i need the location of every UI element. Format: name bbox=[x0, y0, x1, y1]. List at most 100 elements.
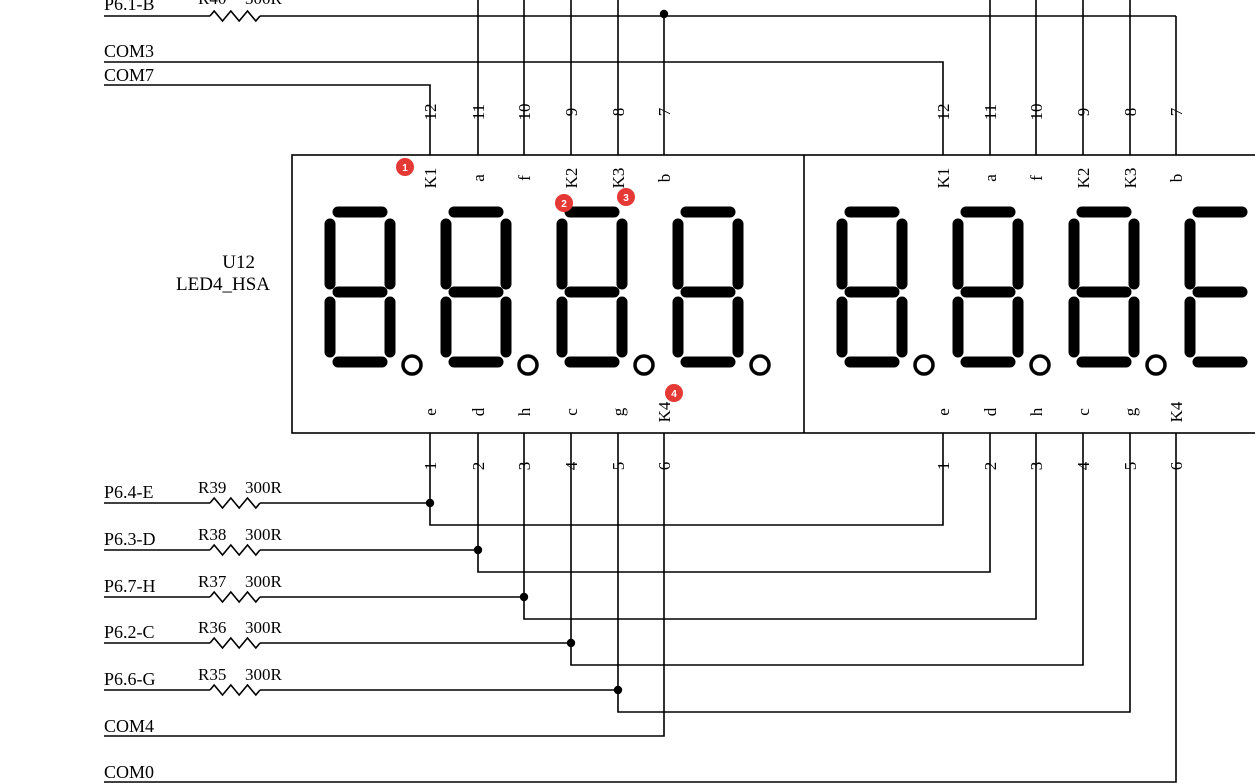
resistor-symbol bbox=[209, 636, 261, 650]
marker-dot bbox=[665, 384, 683, 402]
pin-number: 9 bbox=[562, 108, 581, 117]
pin-number: 10 bbox=[515, 104, 534, 121]
net-label: P6.6-G bbox=[104, 669, 156, 689]
resistor-value: 300R bbox=[245, 618, 283, 637]
pin-label: b bbox=[655, 174, 674, 183]
pin-number: 7 bbox=[1167, 107, 1186, 116]
component-ref: U12 bbox=[222, 252, 255, 273]
pin-number: 10 bbox=[1027, 104, 1046, 121]
resistor-value: 300R bbox=[245, 572, 283, 591]
wire-net-bus bbox=[570, 433, 1084, 666]
decimal-point bbox=[401, 354, 423, 376]
resistor-ref: R40 bbox=[198, 0, 226, 8]
pin-label: K3 bbox=[1121, 168, 1140, 189]
decimal-point bbox=[1145, 354, 1167, 376]
pin-label: e bbox=[934, 408, 953, 416]
resistor-symbol bbox=[209, 590, 261, 604]
pin-number: 7 bbox=[655, 107, 674, 116]
annotation-marker: 1 bbox=[396, 158, 414, 176]
wire-net-bus bbox=[617, 433, 1131, 713]
resistor-ref: R39 bbox=[198, 478, 226, 497]
pin-label: a bbox=[981, 174, 1000, 182]
pin-label: f bbox=[1027, 175, 1046, 181]
pin-number: 12 bbox=[934, 104, 953, 121]
seven-segment-digit bbox=[672, 206, 771, 376]
resistor-value: 300R bbox=[245, 478, 283, 497]
resistor-symbol bbox=[209, 9, 261, 23]
pin-number: 8 bbox=[1121, 108, 1140, 117]
marker-dot bbox=[617, 188, 635, 206]
seven-segment-digit bbox=[836, 206, 935, 376]
resistor-value: 300R bbox=[245, 665, 283, 684]
pin-label: c bbox=[562, 408, 581, 416]
com-label: COM4 bbox=[104, 716, 154, 736]
marker-number: 2 bbox=[561, 199, 567, 210]
marker-number: 3 bbox=[623, 193, 629, 204]
pin-label: c bbox=[1074, 408, 1093, 416]
wire-net-bus bbox=[523, 433, 1037, 620]
wire-net-bus bbox=[429, 433, 944, 526]
com-label: COM3 bbox=[104, 41, 154, 61]
resistor-ref: R38 bbox=[198, 525, 226, 544]
pin-label: f bbox=[515, 175, 534, 181]
pin-label: a bbox=[469, 174, 488, 182]
pin-label: K1 bbox=[421, 168, 440, 189]
resistor-ref: R37 bbox=[198, 572, 227, 591]
pin-label: d bbox=[981, 407, 1000, 416]
decimal-point bbox=[1029, 354, 1051, 376]
pin-label: K1 bbox=[934, 168, 953, 189]
decimal-point bbox=[633, 354, 655, 376]
marker-dot bbox=[555, 194, 573, 212]
net-label: P6.3-D bbox=[104, 529, 156, 549]
pin-label: K4 bbox=[655, 401, 674, 422]
seven-segment-digit bbox=[440, 206, 539, 376]
pin-label: h bbox=[1027, 407, 1046, 416]
com-label: COM7 bbox=[104, 65, 154, 85]
wire-com3 bbox=[104, 61, 944, 155]
resistor-ref: R35 bbox=[198, 665, 226, 684]
seven-segment-digit bbox=[952, 206, 1051, 376]
seven-segment-digit bbox=[556, 206, 655, 376]
pin-number: 11 bbox=[981, 104, 1000, 120]
annotation-marker: 3 bbox=[617, 188, 635, 206]
wire-net-bus bbox=[477, 433, 991, 573]
pin-number: 11 bbox=[469, 104, 488, 120]
seven-segment-digit bbox=[324, 206, 423, 376]
component-value: LED4_HSA bbox=[176, 274, 270, 295]
seven-segment-digit bbox=[1068, 206, 1167, 376]
pin-label: h bbox=[515, 407, 534, 416]
resistor-value: 300R bbox=[245, 0, 283, 8]
decimal-point bbox=[517, 354, 539, 376]
resistor-value: 300R bbox=[245, 525, 283, 544]
com-label: COM0 bbox=[104, 762, 154, 782]
pin-label: K2 bbox=[1074, 168, 1093, 189]
wire-com0 bbox=[104, 433, 1177, 783]
wire-com4 bbox=[104, 433, 665, 737]
net-label: P6.4-E bbox=[104, 482, 154, 502]
annotation-marker: 2 bbox=[555, 194, 573, 212]
pin-number: 12 bbox=[421, 104, 440, 121]
pin-label: e bbox=[421, 408, 440, 416]
decimal-point bbox=[749, 354, 771, 376]
marker-number: 4 bbox=[671, 389, 677, 400]
net-label: P6.2-C bbox=[104, 622, 155, 642]
resistor-ref: R36 bbox=[198, 618, 226, 637]
pin-label: K4 bbox=[1167, 401, 1186, 422]
component-body bbox=[291, 154, 1255, 434]
decimal-point bbox=[913, 354, 935, 376]
net-label: P6.1-B bbox=[104, 0, 155, 14]
net-label: P6.7-H bbox=[104, 576, 156, 596]
marker-number: 1 bbox=[402, 163, 408, 174]
pin-label: d bbox=[469, 407, 488, 416]
wire-com7 bbox=[104, 84, 431, 155]
pin-label: g bbox=[1121, 407, 1140, 416]
pin-label: b bbox=[1167, 174, 1186, 183]
marker-dot bbox=[396, 158, 414, 176]
pin-label: K3 bbox=[609, 168, 628, 189]
resistor-symbol bbox=[209, 543, 261, 557]
resistor-symbol bbox=[209, 496, 261, 510]
pin-number: 9 bbox=[1074, 108, 1093, 117]
resistor-symbol bbox=[209, 683, 261, 697]
seven-segment-digit bbox=[1184, 206, 1248, 368]
